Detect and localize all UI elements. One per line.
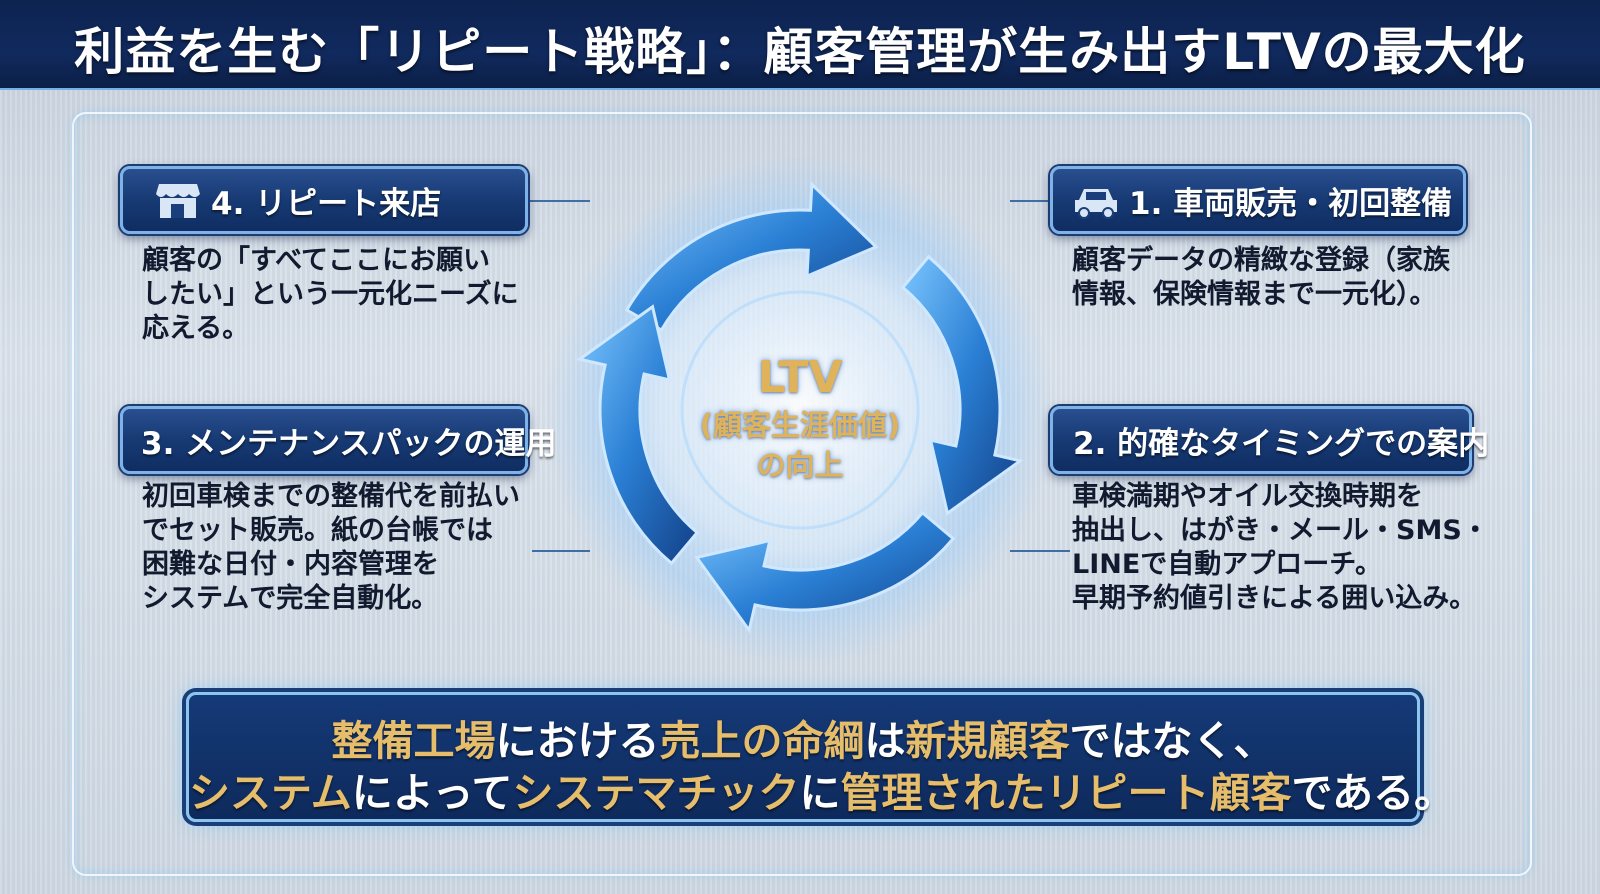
center-ltv-improve: の向上 <box>756 448 844 482</box>
step-4-description: 顧客の「すべてここにお願い したい」という一元化ニーズに 応える。 <box>142 245 519 344</box>
cycle-arrow <box>900 254 1024 516</box>
conclusion-phrase: リピート顧客 <box>1045 769 1292 817</box>
cycle-diagram <box>545 155 1055 665</box>
conclusion-phrase: における <box>495 717 660 765</box>
title-bar: 利益を生む「リピート戦略」：顧客管理が生み出すLTVの最大化 <box>0 0 1600 90</box>
step-3-description: 初回車検までの整備代を前払い でセット販売。紙の台帳では 困難な日付・内容管理を… <box>142 481 520 614</box>
conclusion-banner: 整備工場における売上の命綱は新規顧客ではなく、 システムによってシステマチックに… <box>186 692 1455 822</box>
connector-line <box>1010 550 1070 552</box>
step-4-header: 4. リピート来店 <box>120 166 528 234</box>
step-1-header: 1. 車両販売・初回整備 <box>1050 166 1466 234</box>
step-3-header: 3. メンテナンスパックの運用 <box>120 406 557 474</box>
step-2-label: 2. 的確なタイミングでの案内 <box>1073 425 1490 462</box>
step-4-label: 4. リピート来店 <box>211 185 442 222</box>
conclusion-line-2: システムによってシステマチックに管理されたリピート顧客である。 <box>189 759 1455 819</box>
conclusion-phrase: 管理された <box>840 769 1046 817</box>
conclusion-phrase: によって <box>351 769 513 817</box>
conclusion-phrase: システマチック <box>512 769 800 817</box>
conclusion-phrase: 売上の命綱 <box>659 717 865 765</box>
center-ltv: LTV <box>757 352 843 403</box>
conclusion-phrase: 新規顧客 <box>905 717 1070 765</box>
conclusion-phrase: は <box>864 717 906 765</box>
center-ltv-subtitle: (顧客生涯価値) <box>699 408 901 442</box>
step-1-label: 1. 車両販売・初回整備 <box>1129 185 1453 222</box>
conclusion-line-1: 整備工場における売上の命綱は新規顧客ではなく、 <box>189 707 1417 767</box>
content-frame <box>72 112 1532 876</box>
car-icon <box>1075 189 1117 219</box>
connector-line <box>532 550 590 552</box>
connector-line <box>530 200 590 202</box>
conclusion-phrase: 整備工場 <box>331 717 496 765</box>
shop-icon <box>156 184 200 218</box>
cycle-arrow <box>694 510 956 634</box>
connector-line <box>1010 200 1070 202</box>
conclusion-phrase: である。 <box>1291 769 1456 817</box>
step-1-description: 顧客データの精緻な登録（家族 情報、保険情報まで一元化）。 <box>1072 245 1450 310</box>
cycle-arrow <box>624 180 879 333</box>
conclusion-phrase: システム <box>189 769 352 817</box>
conclusion-phrase: ではなく、 <box>1069 717 1275 765</box>
step-2-description: 車検満期やオイル交換時期を 抽出し、はがき・メール・SMS・ LINEで自動アプ… <box>1072 481 1489 614</box>
conclusion-phrase: に <box>799 769 841 817</box>
step-3-label: 3. メンテナンスパックの運用 <box>141 425 557 462</box>
cycle-arrow <box>576 304 700 566</box>
step-2-header: 2. 的確なタイミングでの案内 <box>1050 406 1489 474</box>
page-title: 利益を生む「リピート戦略」：顧客管理が生み出すLTVの最大化 <box>74 23 1526 81</box>
